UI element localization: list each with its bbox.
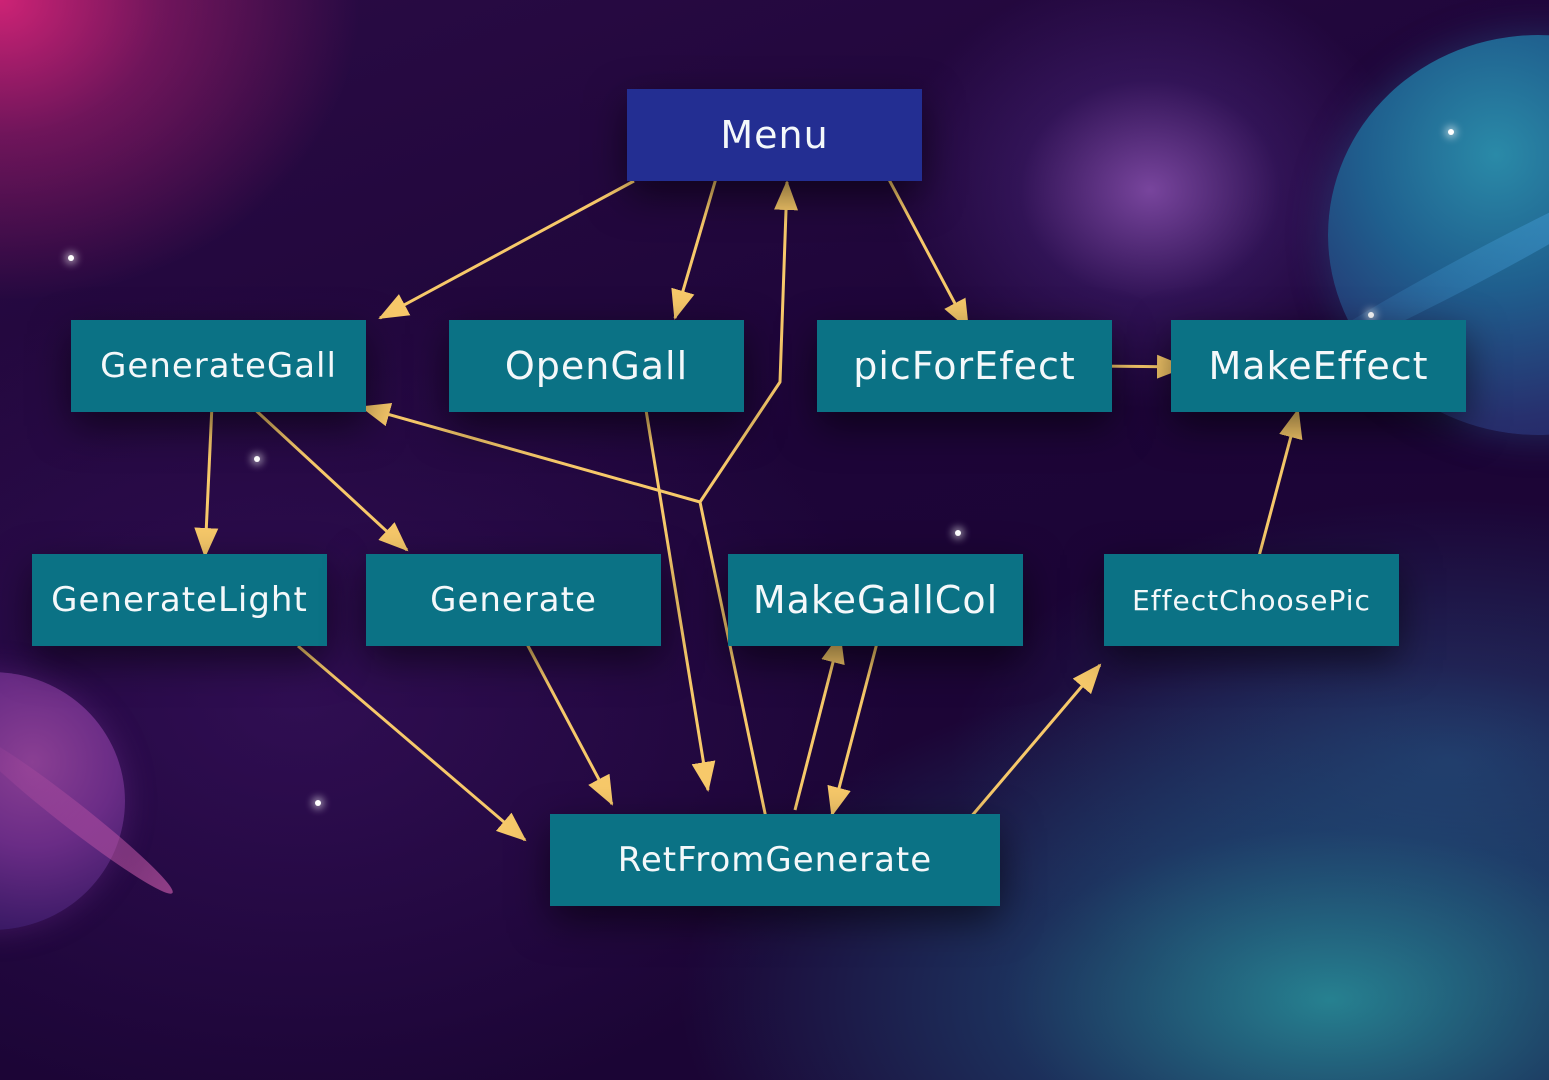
- node-menu: Menu: [627, 89, 922, 181]
- node-generate-light-label: GenerateLight: [51, 580, 308, 620]
- star-decoration: [955, 530, 961, 536]
- edge-effect-choose-pic-to-make-effect: [1256, 408, 1303, 561]
- edge-menu-to-pic-for-efect: [883, 171, 970, 330]
- edge-menu-to-open-gall: [671, 174, 719, 320]
- node-ret-from-generate: RetFromGenerate: [550, 814, 1000, 906]
- edge-generate-to-ret-from-generate: [525, 643, 614, 806]
- edge-ret-from-generate-to-make-gall-col: [793, 633, 845, 811]
- edge-generate-light-to-ret-from-generate: [297, 644, 527, 842]
- edge-ret-from-generate-to-generate-gall: [360, 403, 701, 504]
- node-open-gall-label: OpenGall: [504, 344, 689, 388]
- node-make-gall-col-label: MakeGallCol: [752, 578, 999, 622]
- edge-generate-gall-to-generate-light: [194, 404, 219, 558]
- edge-ret-from-generate-to-effect-choose-pic: [968, 663, 1102, 819]
- star-decoration: [1448, 129, 1454, 135]
- node-effect-choose-pic-label: EffectChoosePic: [1132, 583, 1371, 617]
- node-open-gall: OpenGall: [449, 320, 744, 412]
- star-decoration: [68, 255, 74, 261]
- edge-make-gall-col-to-ret-from-generate: [827, 642, 879, 817]
- node-generate-gall: GenerateGall: [71, 320, 366, 412]
- node-menu-label: Menu: [720, 113, 829, 157]
- node-make-gall-col: MakeGallCol: [728, 554, 1023, 646]
- edge-open-gall-to-ret-from-generate: [644, 409, 716, 792]
- edge-generate-gall-to-generate: [248, 403, 409, 552]
- node-make-effect-label: MakeEffect: [1208, 344, 1429, 388]
- node-generate-gall-label: GenerateGall: [100, 346, 337, 386]
- node-generate-light: GenerateLight: [32, 554, 327, 646]
- node-pic-for-efect-label: picForEfect: [853, 344, 1076, 388]
- node-generate-label: Generate: [430, 580, 597, 620]
- star-decoration: [1368, 312, 1374, 318]
- star-decoration: [315, 800, 321, 806]
- node-make-effect: MakeEffect: [1171, 320, 1466, 412]
- node-pic-for-efect: picForEfect: [817, 320, 1112, 412]
- edge-menu-to-generate-gall: [378, 179, 635, 320]
- star-decoration: [254, 456, 260, 462]
- node-effect-choose-pic: EffectChoosePic: [1104, 554, 1399, 646]
- edge-ret-from-generate-to-menu: [698, 180, 799, 819]
- node-ret-from-generate-label: RetFromGenerate: [617, 840, 933, 880]
- node-generate: Generate: [366, 554, 661, 646]
